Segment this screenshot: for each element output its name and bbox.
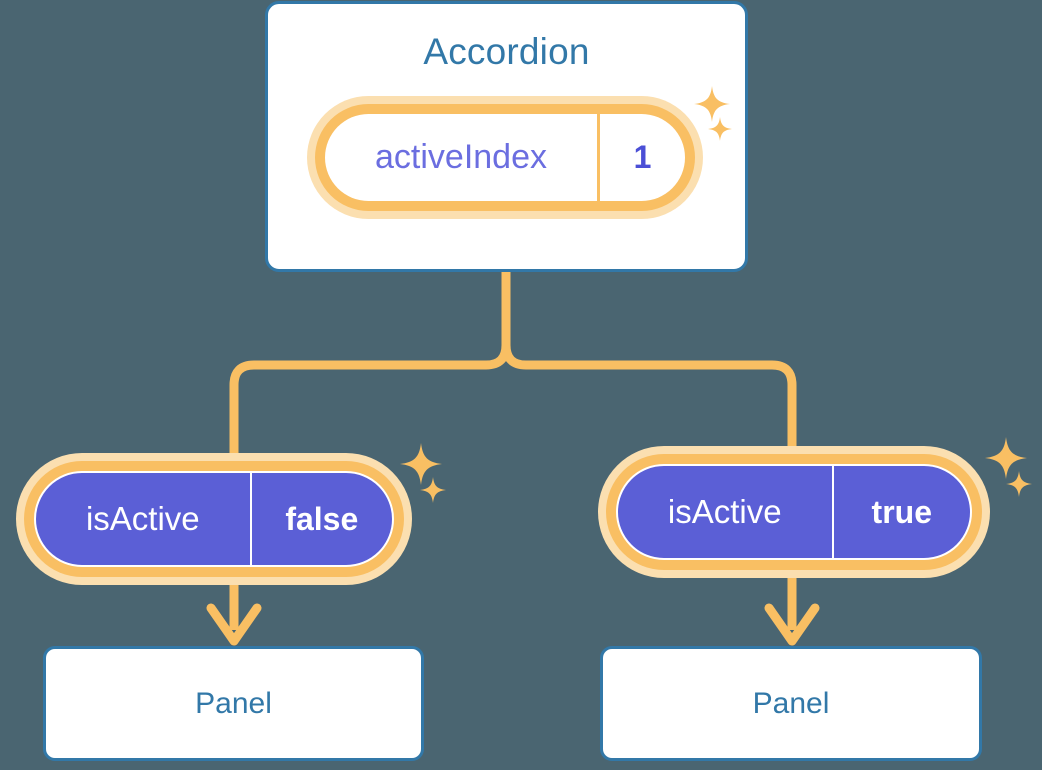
right-isactive-pill-key: isActive	[667, 493, 782, 530]
connector-root-to-left	[229, 267, 511, 460]
arrow-down-icon-left	[206, 603, 262, 646]
left-panel-label: Panel	[195, 686, 272, 720]
left-isactive-prop-pill[interactable]: isActive false	[34, 471, 394, 567]
accordion-card-title: Accordion	[423, 31, 590, 72]
activeindex-pill-key: activeIndex	[375, 138, 547, 176]
left-panel-card[interactable]: Panel	[43, 646, 424, 761]
right-isactive-prop-pill[interactable]: isActive true	[616, 464, 972, 560]
left-isactive-pill-value: false	[249, 473, 392, 565]
connector-root-to-right	[501, 267, 797, 455]
left-isactive-pill-key: isActive	[85, 500, 200, 537]
activeindex-pill-value: 1	[597, 114, 685, 201]
right-isactive-pill-value: true	[831, 466, 970, 558]
activeindex-state-pill[interactable]: activeIndex 1	[325, 114, 685, 201]
right-panel-label: Panel	[752, 686, 830, 720]
right-panel-card[interactable]: Panel	[600, 646, 982, 761]
arrow-down-icon-right	[764, 603, 820, 646]
